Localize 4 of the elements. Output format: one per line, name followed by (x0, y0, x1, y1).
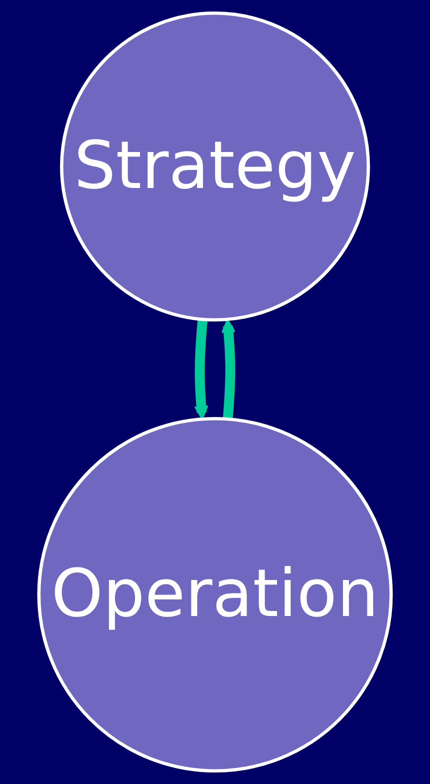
arrow (194, 318, 208, 420)
node-circle: Strategy (60, 12, 370, 322)
node-circle: Operation (37, 416, 393, 772)
arrow (221, 318, 236, 420)
